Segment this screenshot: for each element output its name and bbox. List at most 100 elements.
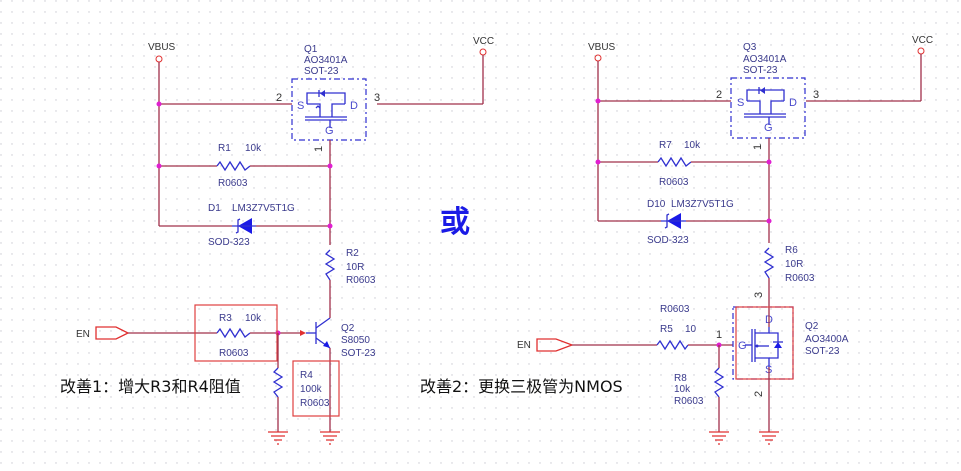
body-diode-icon	[320, 90, 325, 97]
ground-icon	[268, 431, 288, 445]
junction	[156, 163, 162, 169]
r6-value: 10R	[785, 259, 803, 270]
q3-value: AO3401A	[743, 54, 787, 65]
r2-value: 10R	[346, 262, 364, 273]
r2-resistor[interactable]: R2 10R R0603	[346, 248, 376, 286]
q2-package: SOT-23	[341, 348, 376, 359]
d10-zener-diode[interactable]: D10 LM3Z7V5T1G SOD-323	[647, 199, 734, 246]
q1-package: SOT-23	[304, 66, 339, 77]
svg-text:D: D	[789, 97, 797, 109]
r3-resistor[interactable]: R3 10k R0603	[219, 313, 262, 359]
q3-ref: Q3	[743, 42, 757, 53]
d1-zener-diode[interactable]: D1 LM3Z7V5T1G SOD-323	[208, 203, 295, 248]
svg-text:S: S	[737, 97, 744, 109]
r4-ref: R4	[300, 370, 313, 381]
d1-ref: D1	[208, 203, 221, 214]
junction	[766, 159, 772, 165]
junction	[327, 223, 333, 229]
q2-highlight-box	[735, 306, 794, 380]
r1-ref: R1	[218, 143, 231, 154]
r5-resistor[interactable]: R0603 R5 10	[660, 304, 697, 335]
r4-resistor[interactable]: R4 100k R0603	[300, 370, 330, 409]
body-diode-icon	[760, 87, 765, 94]
r3-ref: R3	[219, 313, 232, 324]
ground-icon	[709, 431, 729, 445]
r5-package: R0603	[660, 304, 690, 315]
r8-package: R0603	[674, 396, 704, 407]
vcc-label: VCC	[473, 36, 494, 47]
q2-npn-transistor[interactable]: Q2 S8050 SOT-23	[306, 317, 376, 359]
en-port-icon[interactable]	[95, 326, 130, 340]
r4-highlight-box	[292, 360, 340, 417]
svg-text:D: D	[350, 100, 358, 112]
en-port-icon[interactable]	[536, 338, 574, 352]
svg-text:3: 3	[753, 292, 765, 298]
vcc-label: VCC	[912, 35, 933, 46]
or-separator: 或	[440, 205, 470, 240]
svg-text:2: 2	[276, 92, 282, 104]
junction	[327, 163, 333, 169]
q2-ref: Q2	[341, 323, 355, 334]
left-circuit: VBUS VCC Q1 AO3401A SOT-23 2 3 S D	[60, 36, 494, 445]
svg-text:2: 2	[753, 391, 765, 397]
q2-ref: Q2	[805, 321, 819, 332]
r7-resistor[interactable]: R7 10k R0603	[659, 140, 701, 188]
svg-text:S: S	[297, 100, 304, 112]
q1-pmos[interactable]: Q1 AO3401A SOT-23 2 3 S D G	[276, 44, 380, 141]
r1-resistor[interactable]: R1 10k R0603	[218, 143, 262, 189]
r8-resistor[interactable]: R8 10k R0603	[674, 373, 704, 407]
r8-ref: R8	[674, 373, 687, 384]
r1-package: R0603	[218, 178, 248, 189]
r7-package: R0603	[659, 177, 689, 188]
improvement-2-note: 改善2：更换三极管为NMOS	[420, 377, 623, 396]
r4-value: 100k	[300, 384, 323, 395]
q3-pmos[interactable]: Q3 AO3401A SOT-23 2 3 S D G	[716, 42, 819, 139]
d10-ref: D10	[647, 199, 666, 210]
en-label: EN	[76, 329, 90, 340]
d1-package: SOD-323	[208, 237, 250, 248]
junction	[156, 101, 162, 107]
svg-text:G: G	[325, 125, 334, 137]
svg-text:G: G	[738, 340, 747, 352]
d1-value: LM3Z7V5T1G	[232, 203, 295, 214]
r8-value: 10k	[674, 384, 691, 395]
r2-package: R0603	[346, 275, 376, 286]
q2-package: SOT-23	[805, 346, 840, 357]
right-circuit: VBUS VCC Q3 AO3401A SOT-23 2 3 S D G	[420, 35, 933, 445]
d10-package: SOD-323	[647, 235, 689, 246]
svg-text:3: 3	[813, 89, 819, 101]
vbus-label: VBUS	[148, 42, 176, 53]
q1-ref: Q1	[304, 44, 318, 55]
q2-value: AO3400A	[805, 334, 849, 345]
improvement-1-note: 改善1：增大R3和R4阻值	[60, 377, 241, 396]
junction	[595, 159, 601, 165]
r6-package: R0603	[785, 273, 815, 284]
svg-text:1: 1	[716, 329, 722, 341]
r6-ref: R6	[785, 245, 798, 256]
r6-resistor[interactable]: R6 10R R0603	[785, 245, 815, 284]
q3-package: SOT-23	[743, 65, 778, 76]
d10-value: LM3Z7V5T1G	[671, 199, 734, 210]
r3-value: 10k	[245, 313, 262, 324]
r3-highlight-box	[194, 304, 278, 362]
q2-value: S8050	[341, 335, 370, 346]
svg-text:G: G	[764, 122, 773, 134]
r5-ref: R5	[660, 324, 673, 335]
r1-value: 10k	[245, 143, 262, 154]
en-label: EN	[517, 340, 531, 351]
ground-icon	[759, 431, 779, 445]
r4-package: R0603	[300, 398, 330, 409]
r7-ref: R7	[659, 140, 672, 151]
r7-value: 10k	[684, 140, 701, 151]
vbus-label: VBUS	[588, 42, 616, 53]
r2-ref: R2	[346, 248, 359, 259]
r5-value: 10	[685, 324, 697, 335]
q1-value: AO3401A	[304, 55, 348, 66]
svg-text:1: 1	[313, 146, 325, 152]
svg-text:1: 1	[752, 144, 764, 150]
ground-icon	[320, 431, 340, 445]
svg-text:3: 3	[374, 92, 380, 104]
svg-text:2: 2	[716, 89, 722, 101]
